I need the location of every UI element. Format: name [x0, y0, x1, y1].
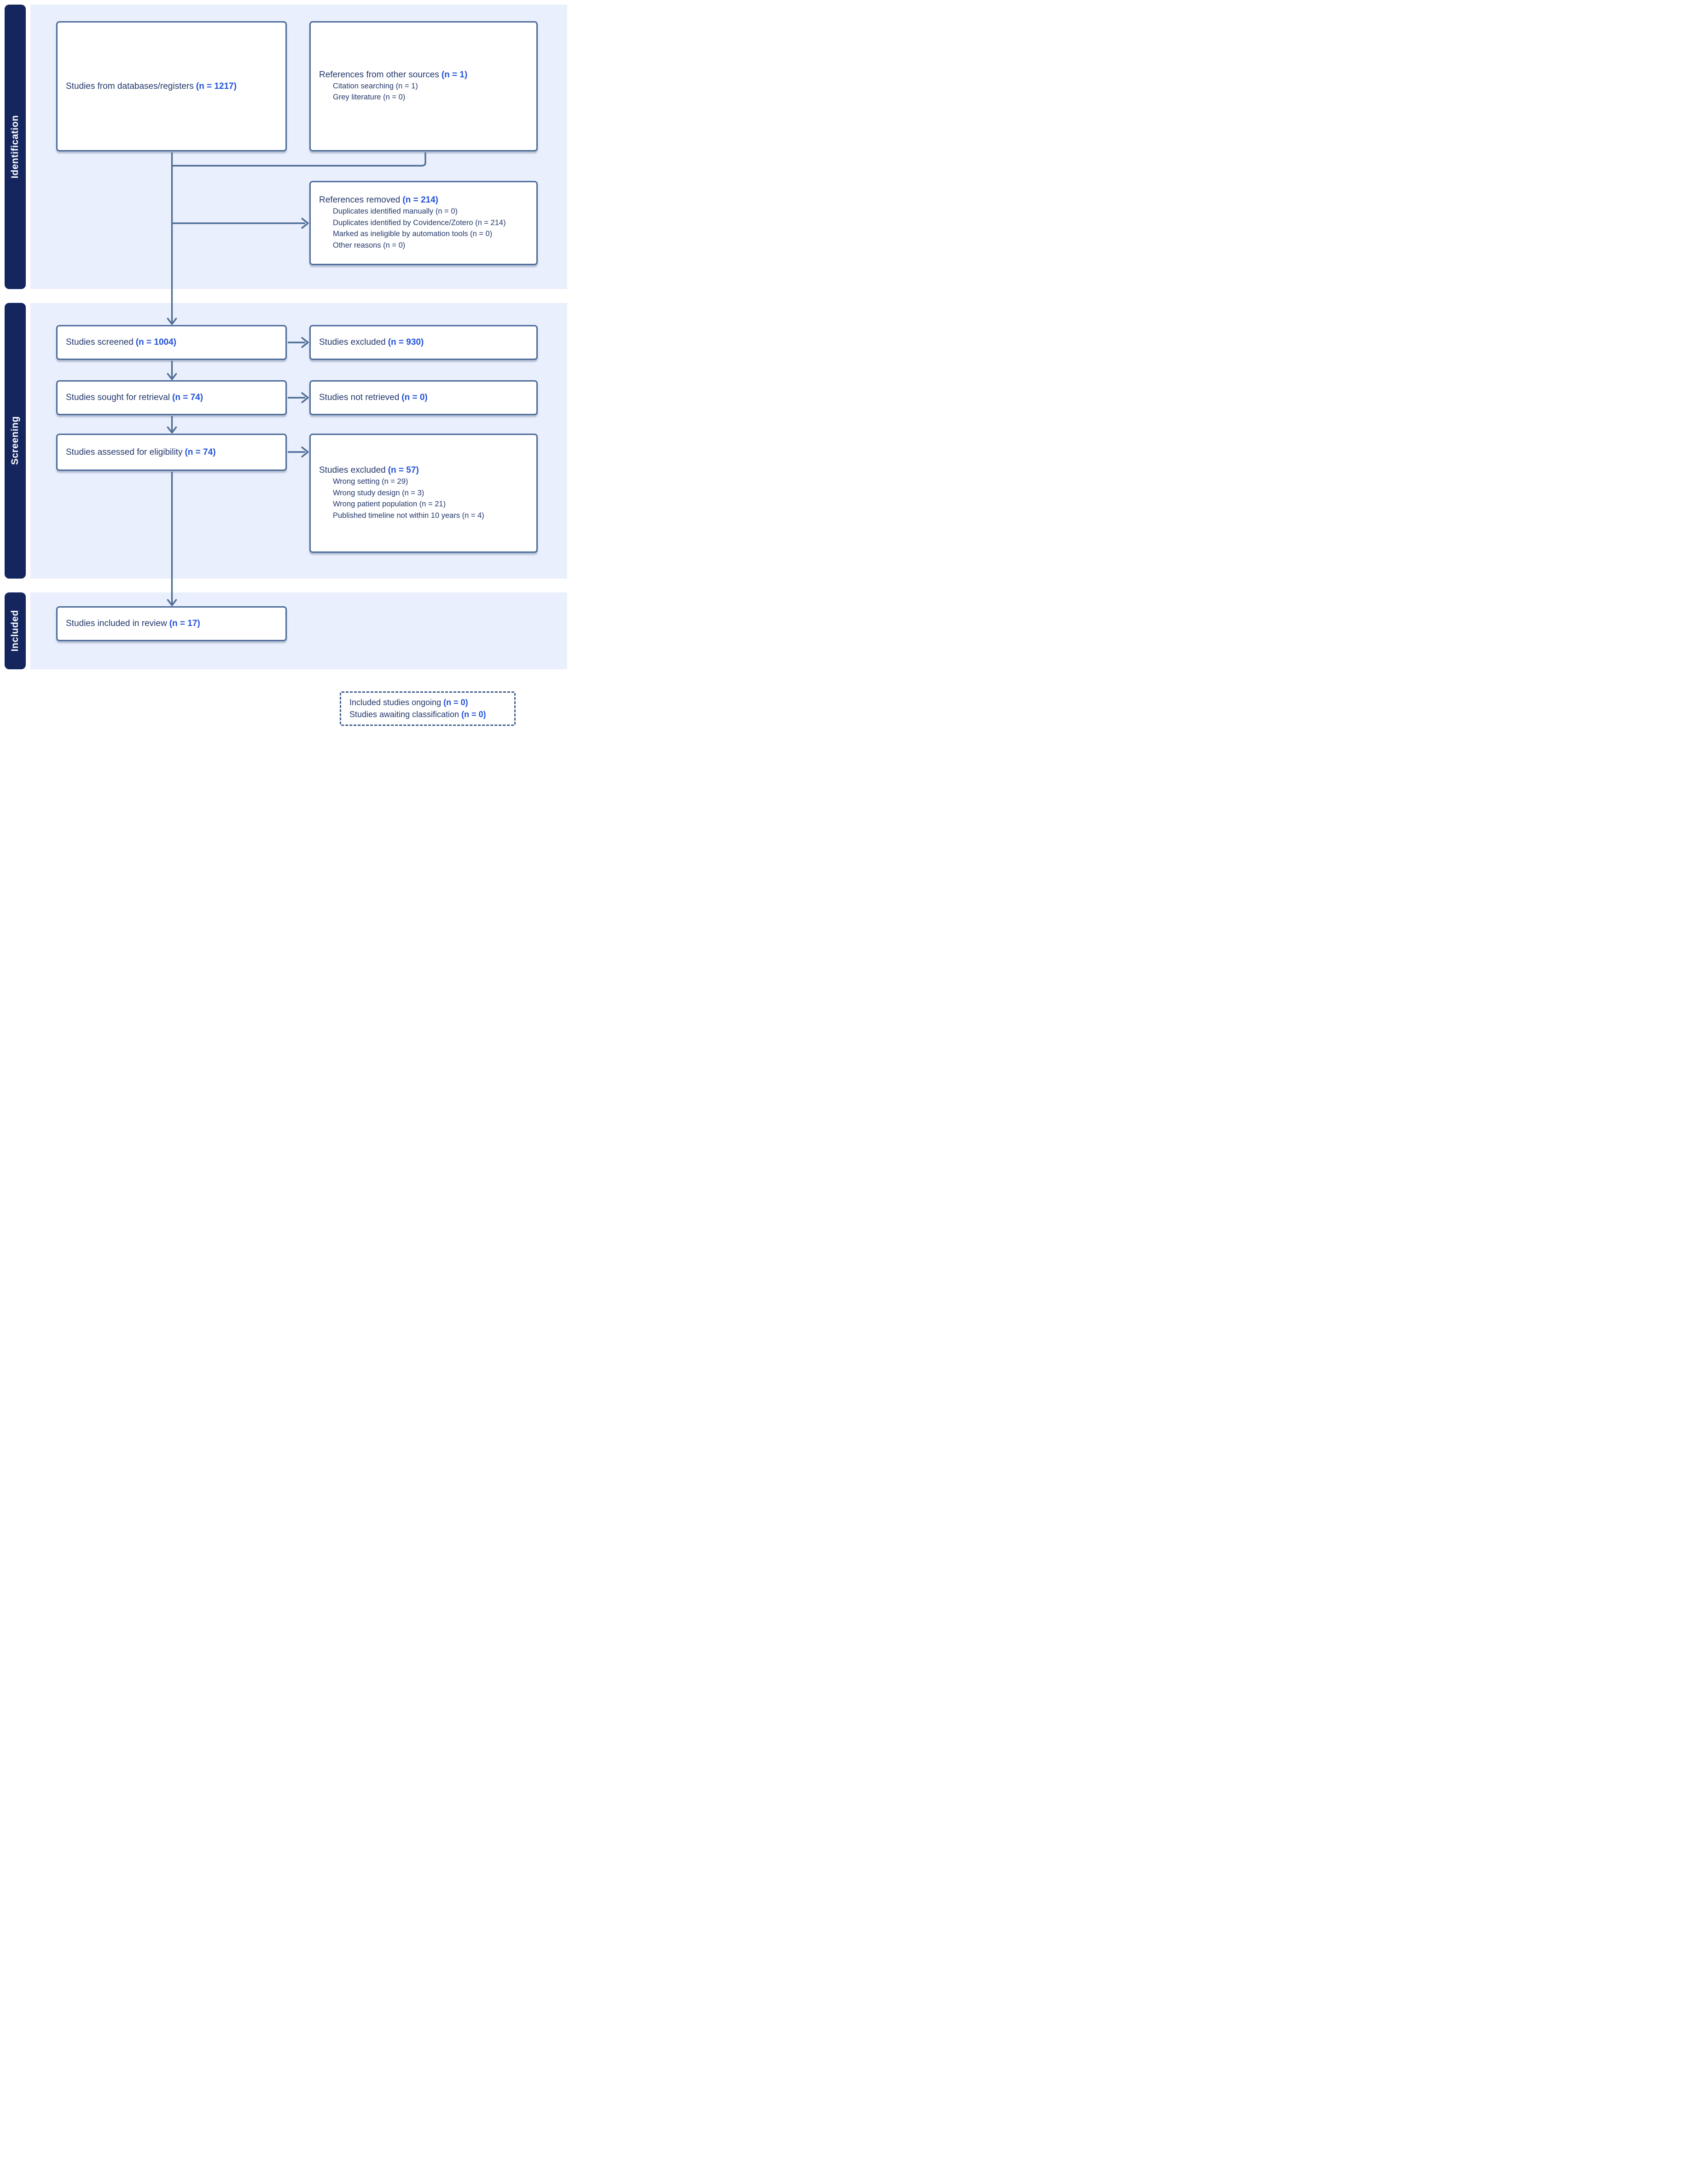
arrowhead-down-sought	[167, 372, 177, 380]
sub-item: Wrong patient population (n = 21)	[333, 500, 446, 509]
box-studies-sought-retrieval: Studies sought for retrieval(n = 74)	[56, 380, 287, 415]
included-sidebar: Included	[5, 592, 26, 669]
box-studies-not-retrieved: Studies not retrieved(n = 0)	[309, 380, 538, 415]
arrowhead-right-refs-removed	[301, 217, 309, 229]
box-title: References from other sources(n = 1)	[319, 70, 531, 81]
prisma-flow-diagram: Identification Screening Included	[0, 0, 569, 727]
arrowhead-right-excluded-screen	[301, 336, 309, 348]
box-studies-excluded-eligibility: Studies excluded(n = 57) Wrong setting (…	[309, 434, 538, 553]
count-value: (n = 1)	[441, 70, 468, 80]
merge-connector	[172, 152, 426, 167]
sub-item: Duplicates identified manually (n = 0)	[333, 207, 458, 215]
arrowhead-down-screened	[167, 317, 177, 325]
box-title: Studies assessed for eligibility(n = 74)	[66, 447, 280, 458]
box-references-removed: References removed(n = 214) Duplicates i…	[309, 181, 538, 265]
count-value: (n = 1217)	[196, 81, 237, 91]
box-label-text: Included studies ongoing	[349, 698, 442, 707]
sub-item: Duplicates identified by Covidence/Zoter…	[333, 218, 506, 227]
box-title: Studies excluded(n = 57)	[319, 465, 531, 476]
connector-arrows	[167, 152, 426, 606]
box-label-text: Studies assessed for eligibility	[66, 447, 183, 457]
sub-item: Wrong setting (n = 29)	[333, 477, 408, 486]
count-value: (n = 930)	[388, 337, 424, 348]
box-studies-excluded-screening: Studies excluded(n = 930)	[309, 325, 538, 360]
arrowhead-right-excluded-elig	[301, 446, 309, 458]
box-title: Studies screened(n = 1004)	[66, 337, 280, 348]
awaiting-line: Studies awaiting classification(n = 0)	[349, 709, 509, 720]
identification-sidebar: Identification	[5, 5, 26, 289]
count-value: (n = 0)	[461, 709, 486, 719]
count-value: (n = 214)	[402, 195, 438, 205]
box-studies-assessed-eligibility: Studies assessed for eligibility(n = 74)	[56, 434, 287, 471]
count-value: (n = 17)	[169, 619, 200, 629]
box-title: Studies not retrieved(n = 0)	[319, 392, 531, 403]
sub-item: Wrong study design (n = 3)	[333, 488, 424, 497]
count-value: (n = 0)	[443, 698, 468, 707]
count-value: (n = 57)	[388, 465, 419, 475]
box-label-text: Studies excluded	[319, 337, 386, 348]
count-value: (n = 0)	[401, 393, 428, 403]
arrowhead-right-notretrieved	[301, 392, 309, 404]
sub-item: Marked as ineligible by automation tools…	[333, 230, 493, 238]
box-label-text: Studies from databases/registers	[66, 81, 194, 91]
box-label-text: Studies included in review	[66, 619, 167, 629]
box-title: Studies excluded(n = 930)	[319, 337, 531, 348]
count-value: (n = 1004)	[135, 337, 177, 348]
box-label-text: References from other sources	[319, 70, 439, 80]
box-label-text: Studies not retrieved	[319, 393, 400, 403]
sub-item: Other reasons (n = 0)	[333, 241, 406, 250]
box-title: Studies from databases/registers(n = 121…	[66, 81, 280, 92]
box-label-text: Studies awaiting classification	[349, 709, 459, 719]
count-value: (n = 74)	[172, 393, 203, 403]
sub-item: Published timeline not within 10 years (…	[333, 511, 484, 520]
count-value: (n = 74)	[185, 447, 216, 457]
box-title: Studies sought for retrieval(n = 74)	[66, 392, 280, 403]
box-label-text: Studies sought for retrieval	[66, 393, 170, 403]
box-label-text: References removed	[319, 195, 401, 205]
arrowhead-down-included	[167, 598, 177, 606]
arrowhead-down-assessed	[167, 426, 177, 434]
box-ongoing-awaiting: Included studies ongoing(n = 0) Studies …	[340, 691, 516, 726]
sub-item: Grey literature (n = 0)	[333, 93, 406, 102]
box-references-other-sources: References from other sources(n = 1) Cit…	[309, 21, 538, 151]
ongoing-line: Included studies ongoing(n = 0)	[349, 697, 509, 708]
box-label-text: Studies screened	[66, 337, 134, 348]
box-studies-included-review: Studies included in review(n = 17)	[56, 606, 287, 641]
box-label-text: Studies excluded	[319, 465, 386, 475]
box-studies-from-databases: Studies from databases/registers(n = 121…	[56, 21, 287, 151]
box-studies-screened: Studies screened(n = 1004)	[56, 325, 287, 360]
box-title: References removed(n = 214)	[319, 195, 531, 206]
sub-item: Citation searching (n = 1)	[333, 81, 418, 90]
screening-sidebar: Screening	[5, 303, 26, 579]
box-title: Studies included in review(n = 17)	[66, 618, 280, 629]
